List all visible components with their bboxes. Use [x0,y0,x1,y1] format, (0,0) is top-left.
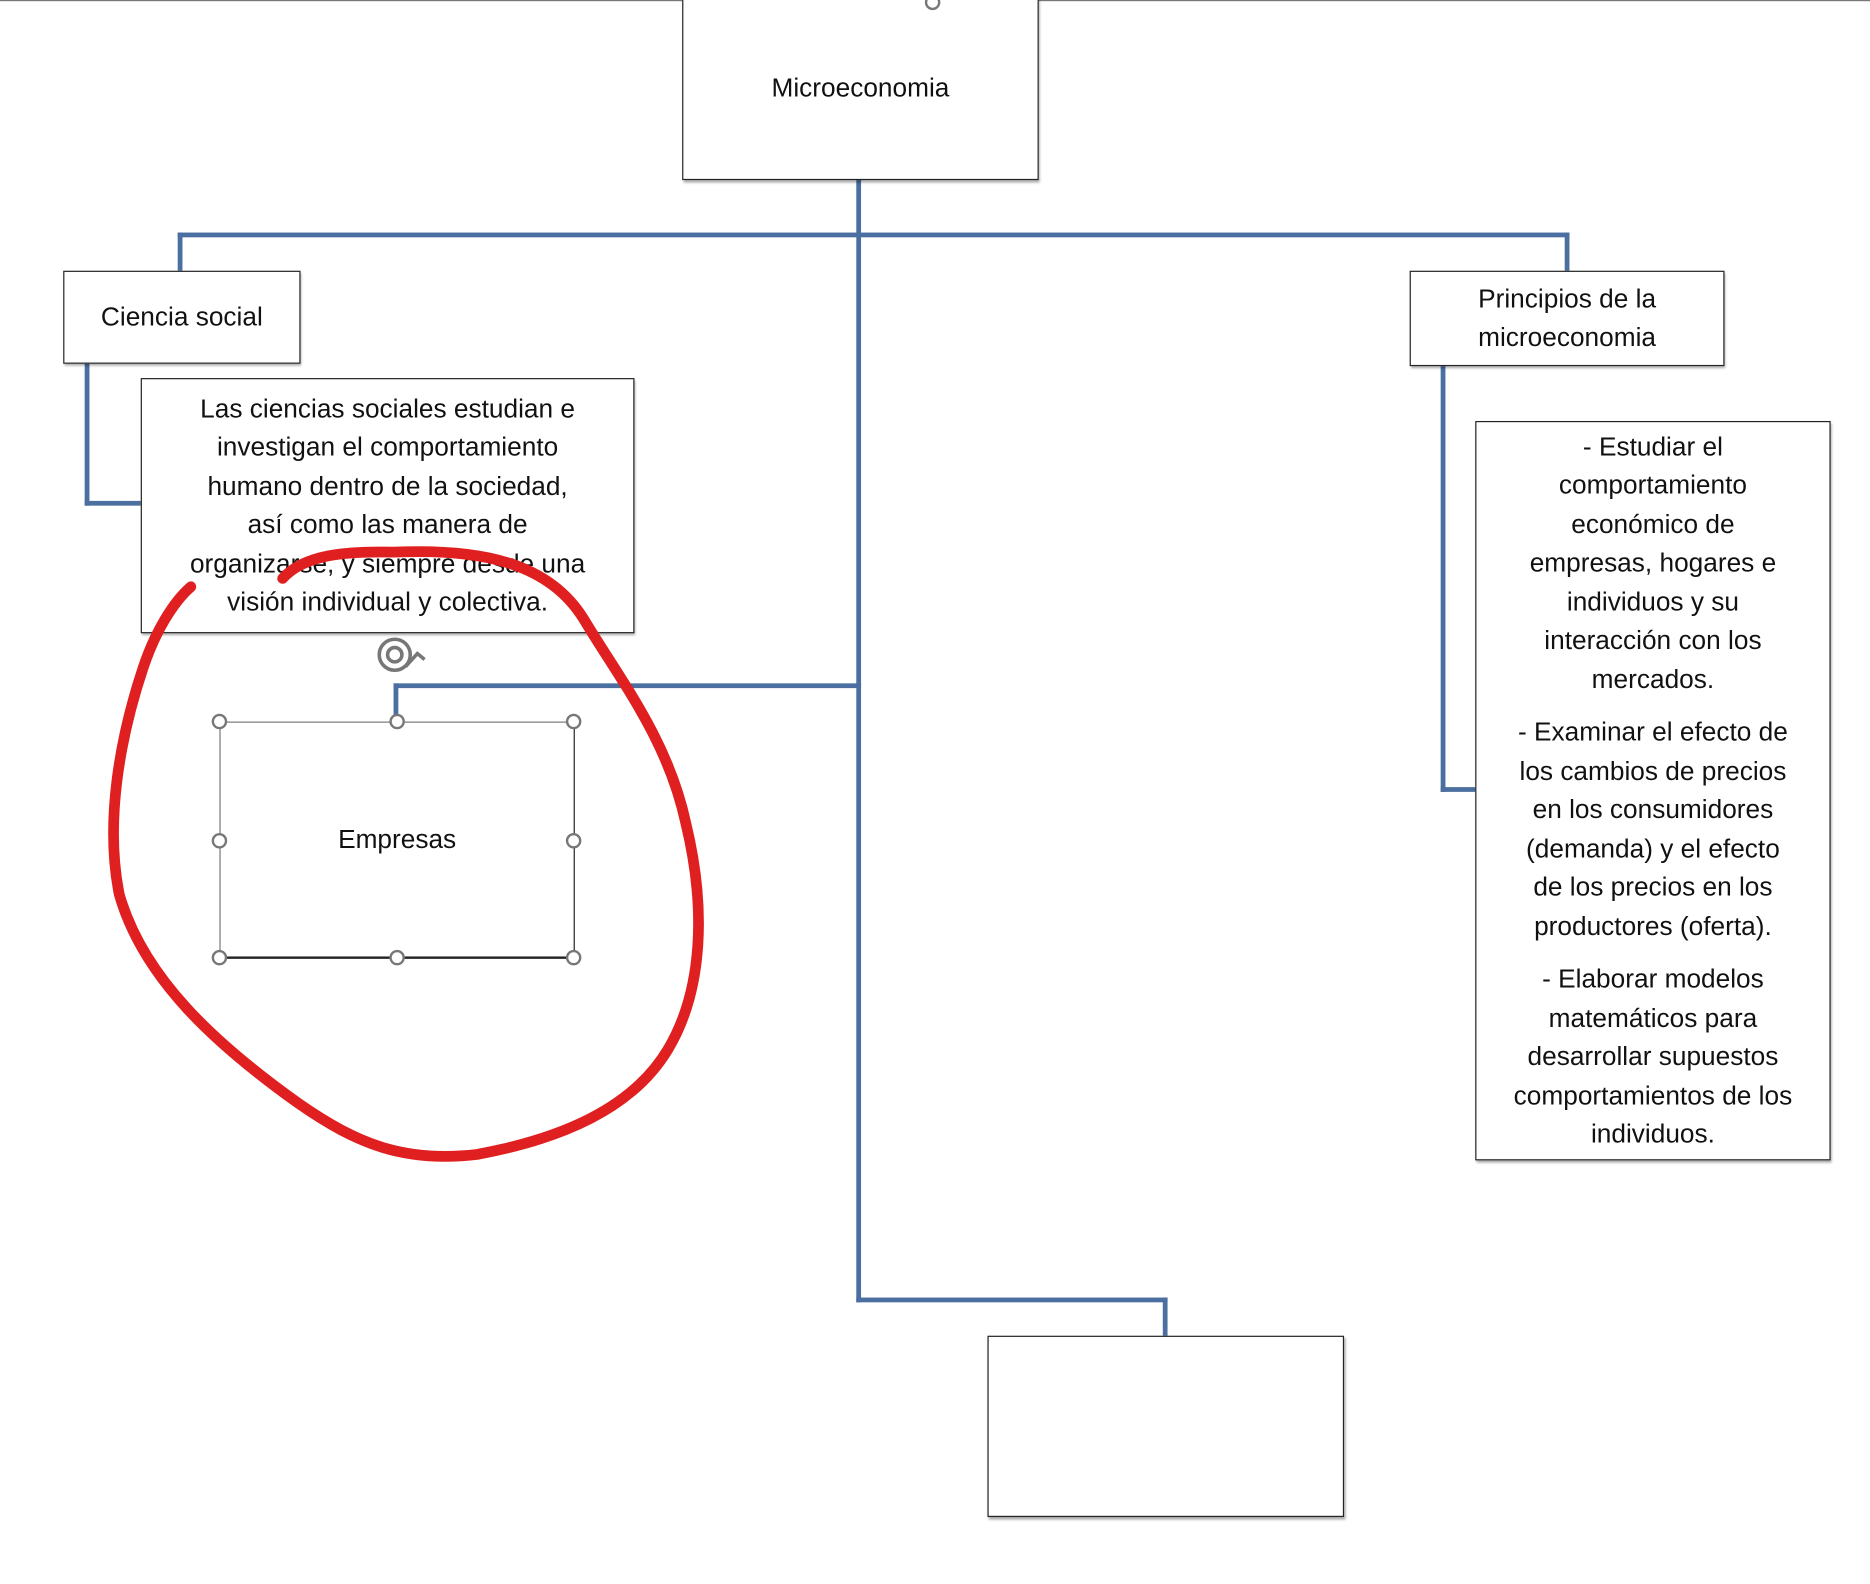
connector [177,232,183,272]
node-empty[interactable] [987,1335,1345,1517]
node-principios[interactable]: Principios de la microeconomia [1409,270,1725,367]
node-root-label: Microeconomia [771,73,950,103]
connector [1440,364,1446,792]
principle-item: - Elaborar modelos matemáticos para desa… [1513,963,1793,1149]
connector [393,683,399,722]
red-circle-annotation [108,546,704,1162]
node-principios-description[interactable]: - Estudiar el comportamiento económico d… [1475,420,1831,1161]
connector [856,178,862,1303]
connector [1564,232,1570,272]
resize-handle-nw[interactable] [211,713,228,730]
principle-item: - Examinar el efecto de los cambios de p… [1518,716,1788,941]
resize-handle-e[interactable] [565,833,582,849]
rotate-handle-icon[interactable] [377,637,426,673]
resize-handle-sw[interactable] [211,949,228,966]
resize-handle-ne[interactable] [565,713,582,730]
node-empresas-label: Empresas [338,824,457,854]
connector [177,232,1570,238]
resize-handle-w[interactable] [211,833,228,849]
node-ciencia-social-label: Ciencia social [100,301,263,332]
node-root[interactable]: Microeconomia [682,0,1039,181]
connector [84,362,90,506]
resize-handle-s[interactable] [389,949,405,966]
resize-handle-se[interactable] [565,949,582,966]
resize-handle-n[interactable] [389,713,405,730]
connector [1440,787,1477,792]
connector [84,500,142,506]
root-connection-handle[interactable] [924,0,941,11]
node-ciencia-social-description[interactable]: Las ciencias sociales estudian e investi… [140,378,635,634]
node-principios-label: Principios de la microeconomia [1478,283,1657,352]
principle-item: - Estudiar el comportamiento económico d… [1529,431,1777,694]
connector [1162,1297,1168,1337]
node-ciencia-social[interactable]: Ciencia social [63,270,301,364]
connector [856,1297,1168,1303]
